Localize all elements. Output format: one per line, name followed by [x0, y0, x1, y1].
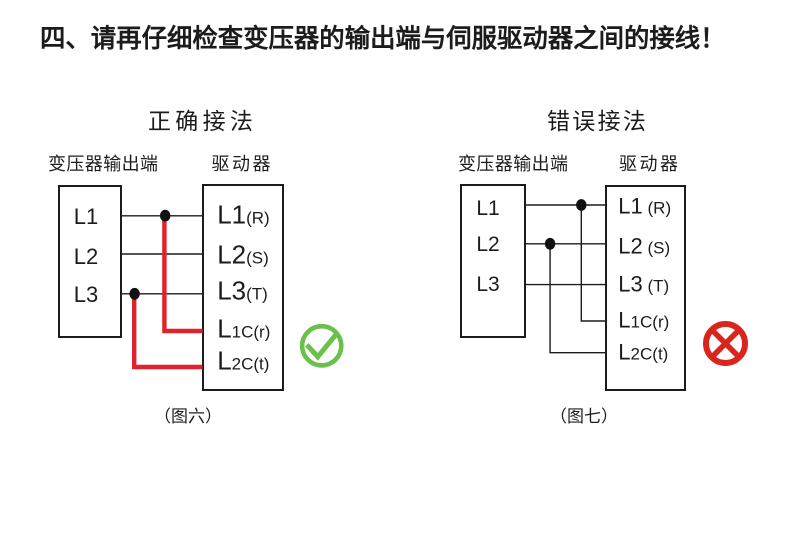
terminal-label: L1: [476, 197, 500, 221]
terminal-label: L3: [73, 282, 99, 307]
terminal-sub: 1C(r): [630, 312, 670, 331]
terminal-sub: (T): [246, 284, 268, 304]
terminal-sub: (S): [642, 238, 671, 258]
figure-wrong-heading: 错误接法: [547, 107, 649, 134]
terminal-main: L3: [618, 271, 643, 297]
terminal-label: L1: [73, 204, 99, 229]
figure-correct-drive-box: [201, 184, 284, 392]
terminal-label: L1 (R): [618, 193, 672, 219]
figure-correct-transformer-box: [58, 184, 122, 338]
terminal-label: L2 (S): [618, 235, 670, 258]
terminal-label: L3(T): [217, 278, 268, 305]
figure-correct-red-wires: [132, 215, 203, 370]
figure-correct-drive-column-label: 驱动器: [211, 153, 273, 174]
cross-circle-icon: [703, 321, 748, 366]
terminal-main: L1: [217, 199, 247, 230]
terminal-main: L3: [217, 275, 247, 306]
figure-wrong-junction-dots: [544, 199, 587, 250]
terminal-label: L1C(r): [618, 309, 669, 332]
figure-wrong-source-column-label: 变压器输出端: [458, 153, 569, 174]
figure-wrong-caption: （图七）: [550, 407, 618, 426]
terminal-label: L1(R): [217, 202, 270, 229]
terminal-main: L: [217, 313, 232, 344]
junction-dot: [576, 199, 587, 211]
terminal-label: L2(S): [217, 242, 269, 269]
figure-correct-caption: （图六）: [154, 407, 222, 426]
figure-wrong-wires: [524, 204, 607, 354]
figure-wrong-drive-column-label: 驱动器: [619, 153, 681, 174]
page-title: 四、请再仔细检查变压器的输出端与伺服驱动器之间的接线！: [40, 25, 726, 53]
terminal-sub: (R): [246, 208, 270, 228]
figure-correct-source-column-label: 变压器输出端: [48, 153, 159, 174]
terminal-label: L1C(r): [217, 316, 270, 343]
figure-correct-wires: [120, 215, 203, 295]
terminal-label: L2C(t): [618, 339, 669, 365]
terminal-sub: (R): [642, 198, 672, 218]
terminal-main: L: [618, 307, 631, 332]
terminal-sub: (S): [246, 248, 269, 268]
junction-dot: [544, 237, 556, 250]
terminal-label: L2: [476, 233, 500, 257]
wire-l2-to-l2c: [549, 243, 607, 354]
terminal-main: L: [217, 345, 232, 375]
check-circle-icon: [299, 323, 344, 368]
junction-dot: [129, 287, 140, 300]
figure-wrong-transformer-box: [460, 184, 526, 338]
terminal-main: L: [618, 339, 631, 365]
terminal-label: L3: [476, 272, 500, 296]
terminal-sub: 2C(t): [630, 344, 669, 364]
figure-correct-heading: 正确接法: [148, 107, 258, 134]
terminal-sub: (T): [642, 276, 670, 296]
junction-dot: [160, 209, 171, 222]
terminal-main: L1: [618, 193, 643, 219]
terminal-label: L2C(t): [217, 347, 269, 374]
terminal-sub: 2C(t): [231, 354, 270, 373]
terminal-label: L2: [73, 243, 99, 269]
red-wire-l3-to-l2c: [132, 293, 203, 370]
wire-l1-to-l1c: [580, 205, 607, 322]
terminal-sub: 1C(r): [231, 322, 271, 342]
red-wire-l1-to-l1c: [162, 215, 203, 334]
terminal-label: L3 (T): [618, 271, 670, 297]
terminal-main: L2: [618, 233, 643, 259]
figure-correct-junction-dots: [129, 209, 171, 300]
figure-wrong-drive-box: [605, 184, 686, 392]
terminal-main: L2: [217, 239, 247, 270]
